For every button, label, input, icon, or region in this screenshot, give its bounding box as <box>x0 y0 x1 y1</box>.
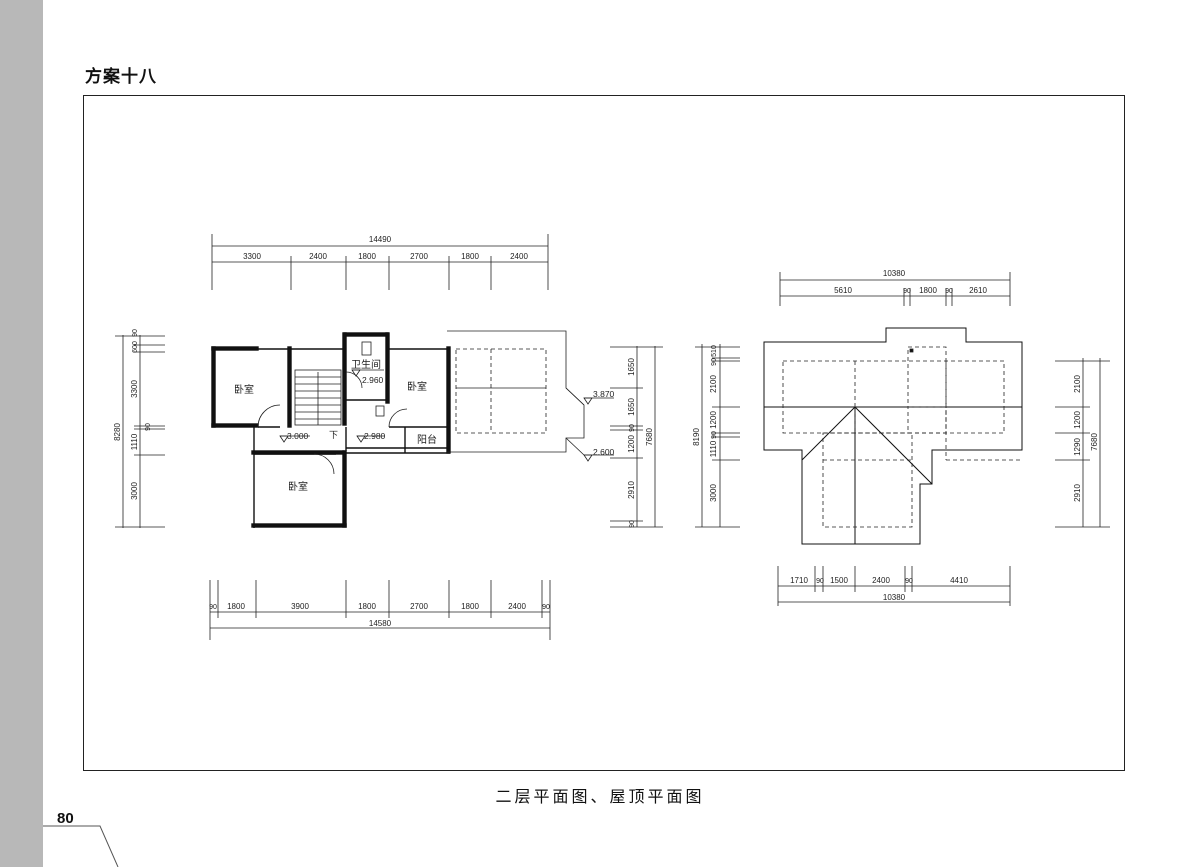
sf-left-dim: 1110 <box>130 433 139 450</box>
rp-right-dim: 1290 <box>1073 438 1082 456</box>
rp-top-dim: 90 <box>903 288 911 295</box>
rp-right-dimensions <box>1055 358 1110 528</box>
rp-bottom-dim: 4410 <box>950 576 968 585</box>
sf-top-dim: 1800 <box>358 252 376 261</box>
rp-right-overall-dim: 7680 <box>1090 433 1099 451</box>
sf-bottom-dim: 2700 <box>410 602 428 611</box>
rp-left-dim: 1110 <box>709 440 718 457</box>
sf-bottom-dim: 3900 <box>291 602 309 611</box>
rp-bottom-dim: 1710 <box>790 576 808 585</box>
sf-bottom-dim: 90 <box>542 604 550 611</box>
sf-top-dim: 1800 <box>461 252 479 261</box>
sf-left-dimensions <box>115 335 165 528</box>
rp-bottom-dim: 90 <box>816 578 824 585</box>
sf-top-dim: 2700 <box>410 252 428 261</box>
sf-top-dim: 2400 <box>510 252 528 261</box>
rp-left-dim: 3000 <box>709 484 718 502</box>
rp-bottom-dimensions <box>777 566 1011 606</box>
rp-left-dimensions <box>695 344 740 528</box>
sf-left-dim: 90 <box>145 423 152 431</box>
sf-top-overall-dim: 14490 <box>369 235 392 244</box>
sf-right-dim: 1200 <box>627 435 636 453</box>
room-label-bedroom: 卧室 <box>407 380 427 393</box>
rp-right-dim: 2100 <box>1073 375 1082 393</box>
page-number: 80 <box>57 810 74 827</box>
sf-right-dimensions <box>610 346 663 528</box>
sf-bottom-dim: 1800 <box>461 602 479 611</box>
elevation-label: 3.870 <box>593 389 615 399</box>
rp-top-dim: 2610 <box>969 286 987 295</box>
sf-right-dim: 2910 <box>627 481 636 499</box>
rp-left-dim: 90 <box>711 358 718 366</box>
rp-chimney-marker <box>909 348 914 353</box>
sf-bottom-dim: 90 <box>209 604 217 611</box>
rp-left-dim: 90 <box>711 431 718 439</box>
sf-left-dim: 600 <box>132 341 139 353</box>
room-label-bedroom: 卧室 <box>234 383 254 396</box>
rp-roof-outline <box>763 327 1023 545</box>
rp-left-dim: 1200 <box>709 411 718 429</box>
drawing-frame <box>83 95 1125 771</box>
sf-bottom-dim: 1800 <box>358 602 376 611</box>
sf-bottom-dimensions <box>209 580 551 640</box>
rp-bottom-dim: 90 <box>905 578 913 585</box>
sf-walls <box>211 332 451 528</box>
rp-left-dim: 510 <box>711 345 718 357</box>
rp-right-dim: 2910 <box>1073 484 1082 502</box>
page-corner-tab <box>43 825 119 867</box>
sf-right-overall-dim: 7680 <box>645 428 654 446</box>
sf-left-dim: 90 <box>132 329 139 337</box>
sf-dashed-roof-area <box>447 330 585 456</box>
sf-top-dim: 3300 <box>243 252 261 261</box>
elevation-label: 2.600 <box>593 447 615 457</box>
rp-top-dim: 1800 <box>919 286 937 295</box>
rp-bottom-overall-dim: 10380 <box>883 593 906 602</box>
stair-direction-label: 下 <box>329 430 338 440</box>
sf-staircase <box>294 369 342 426</box>
rp-top-dim: 90 <box>945 288 953 295</box>
rp-top-dim: 5610 <box>834 286 852 295</box>
sf-top-dim: 2400 <box>309 252 327 261</box>
rp-top-dimensions <box>779 272 1011 306</box>
elevation-label: 2.960 <box>362 375 384 385</box>
sf-bottom-dim: 2400 <box>508 602 526 611</box>
sf-right-dim: 90 <box>629 520 636 528</box>
sf-left-dim: 3000 <box>130 482 139 500</box>
page-side-band <box>0 0 43 867</box>
sf-elevation-markers <box>279 369 614 462</box>
sf-top-dimensions <box>211 234 549 290</box>
sf-right-dim: 1650 <box>627 398 636 416</box>
elevation-label: 2.980 <box>364 431 386 441</box>
sf-door-swings <box>257 371 408 475</box>
rp-top-overall-dim: 10380 <box>883 269 906 278</box>
rp-bottom-dim: 2400 <box>872 576 890 585</box>
room-label-bathroom: 卫生间 <box>351 358 381 371</box>
page-title: 方案十八 <box>85 67 157 87</box>
sf-bottom-overall-dim: 14580 <box>369 619 392 628</box>
drawing-caption: 二层平面图、屋顶平面图 <box>495 787 705 806</box>
sf-bathroom-fixtures <box>361 341 385 417</box>
sf-bottom-dim: 1800 <box>227 602 245 611</box>
second-floor-plan <box>115 234 663 640</box>
sf-right-dim: 1650 <box>627 358 636 376</box>
sf-right-dim: 90 <box>629 424 636 432</box>
rp-dashed-walls <box>782 346 1022 528</box>
sf-left-dim: 3300 <box>130 380 139 398</box>
elevation-label: 3.000 <box>287 431 309 441</box>
rp-bottom-dim: 1500 <box>830 576 848 585</box>
room-label-balcony: 阳台 <box>417 433 437 446</box>
rp-left-dim: 2100 <box>709 375 718 393</box>
rp-right-dim: 1200 <box>1073 411 1082 429</box>
roof-plan <box>695 272 1110 606</box>
room-label-bedroom: 卧室 <box>288 480 308 493</box>
rp-left-overall-dim: 8190 <box>692 428 701 446</box>
sf-left-overall-dim: 8280 <box>113 423 122 441</box>
